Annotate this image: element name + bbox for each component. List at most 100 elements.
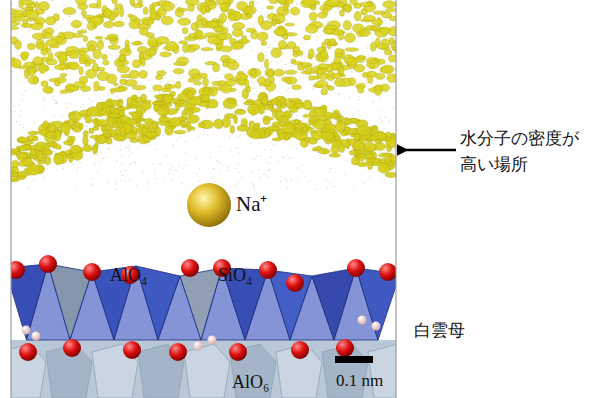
water-blob	[143, 1, 144, 2]
water-blob	[55, 100, 56, 101]
water-blob	[173, 62, 186, 65]
water-blob	[162, 69, 163, 70]
water-blob	[112, 0, 118, 4]
water-blob	[161, 126, 162, 127]
water-blob	[381, 109, 382, 110]
water-blob	[234, 116, 238, 124]
mineral-label: 白雲母	[414, 320, 465, 340]
water-blob	[253, 26, 254, 27]
water-blob	[124, 181, 125, 182]
water-blob	[388, 120, 389, 121]
water-blob	[295, 18, 296, 19]
water-blob	[176, 139, 177, 140]
water-blob	[290, 65, 291, 66]
water-blob	[120, 79, 127, 84]
water-blob	[264, 148, 265, 149]
water-blob	[135, 41, 141, 44]
water-blob	[122, 174, 123, 175]
water-blob	[120, 179, 121, 180]
water-blob	[43, 86, 53, 93]
water-blob	[393, 107, 394, 108]
water-blob	[23, 127, 24, 128]
water-blob	[79, 67, 83, 75]
water-blob	[110, 54, 111, 55]
oxygen-atom	[39, 255, 57, 273]
water-blob	[188, 78, 194, 82]
water-blob	[356, 40, 357, 41]
water-blob	[359, 115, 360, 116]
water-blob	[120, 171, 121, 172]
water-blob	[384, 182, 385, 183]
water-blob	[305, 42, 306, 43]
water-blob	[272, 111, 277, 117]
water-blob	[40, 93, 41, 94]
water-blob	[30, 23, 43, 30]
water-blob	[21, 99, 22, 100]
water-blob	[60, 90, 68, 94]
water-blob	[173, 144, 174, 145]
water-blob	[31, 149, 39, 159]
water-blob	[168, 35, 169, 36]
water-blob	[231, 43, 242, 50]
water-blob	[253, 93, 254, 94]
water-blob	[69, 15, 70, 16]
water-blob	[154, 149, 155, 150]
water-blob	[273, 126, 279, 131]
water-blob	[216, 5, 217, 6]
water-blob	[91, 179, 92, 180]
water-blob	[323, 147, 324, 148]
water-blob	[132, 51, 133, 52]
water-blob	[309, 49, 315, 58]
water-blob	[127, 146, 128, 147]
water-blob	[270, 61, 271, 62]
water-blob	[186, 140, 187, 141]
water-blob	[283, 157, 284, 158]
tetrahedral-layer	[11, 264, 396, 340]
callout-text: 水分子の密度が 高い場所	[460, 126, 596, 177]
water-blob	[147, 71, 148, 72]
water-blob	[157, 106, 169, 116]
water-blob	[394, 93, 395, 94]
water-blob	[201, 48, 214, 51]
water-blob	[143, 20, 153, 26]
water-blob	[345, 4, 350, 12]
water-blob	[66, 82, 67, 83]
water-blob	[228, 14, 236, 20]
water-blob	[299, 79, 300, 80]
oxygen-atom	[19, 343, 37, 361]
octahedral-layer	[11, 340, 396, 398]
water-blob	[254, 159, 255, 160]
water-blob	[273, 144, 274, 145]
water-blob	[368, 162, 373, 170]
water-blob	[300, 42, 301, 43]
water-blob	[139, 70, 147, 78]
water-blob	[17, 171, 26, 176]
water-blob	[260, 176, 261, 177]
water-blob	[170, 163, 171, 164]
water-blob	[131, 152, 132, 153]
water-blob	[101, 152, 102, 153]
water-blob	[350, 0, 357, 5]
water-blob	[312, 88, 313, 89]
water-blob	[88, 98, 89, 99]
water-blob	[164, 177, 165, 178]
water-blob	[218, 183, 219, 184]
water-blob	[212, 81, 220, 85]
water-blob	[223, 61, 229, 67]
water-blob	[345, 119, 351, 125]
water-blob	[99, 146, 100, 147]
water-blob	[382, 152, 383, 153]
water-blob	[171, 179, 172, 180]
oxygen-atom	[379, 263, 396, 281]
water-blob	[240, 135, 241, 136]
water-blob	[41, 81, 48, 87]
water-blob	[250, 143, 251, 144]
water-blob	[132, 60, 141, 68]
water-blob	[297, 39, 298, 40]
water-blob	[94, 81, 100, 91]
water-density	[11, 0, 396, 190]
water-blob	[146, 49, 156, 56]
water-blob	[296, 148, 297, 149]
water-blob	[85, 61, 90, 66]
water-blob	[97, 40, 103, 50]
